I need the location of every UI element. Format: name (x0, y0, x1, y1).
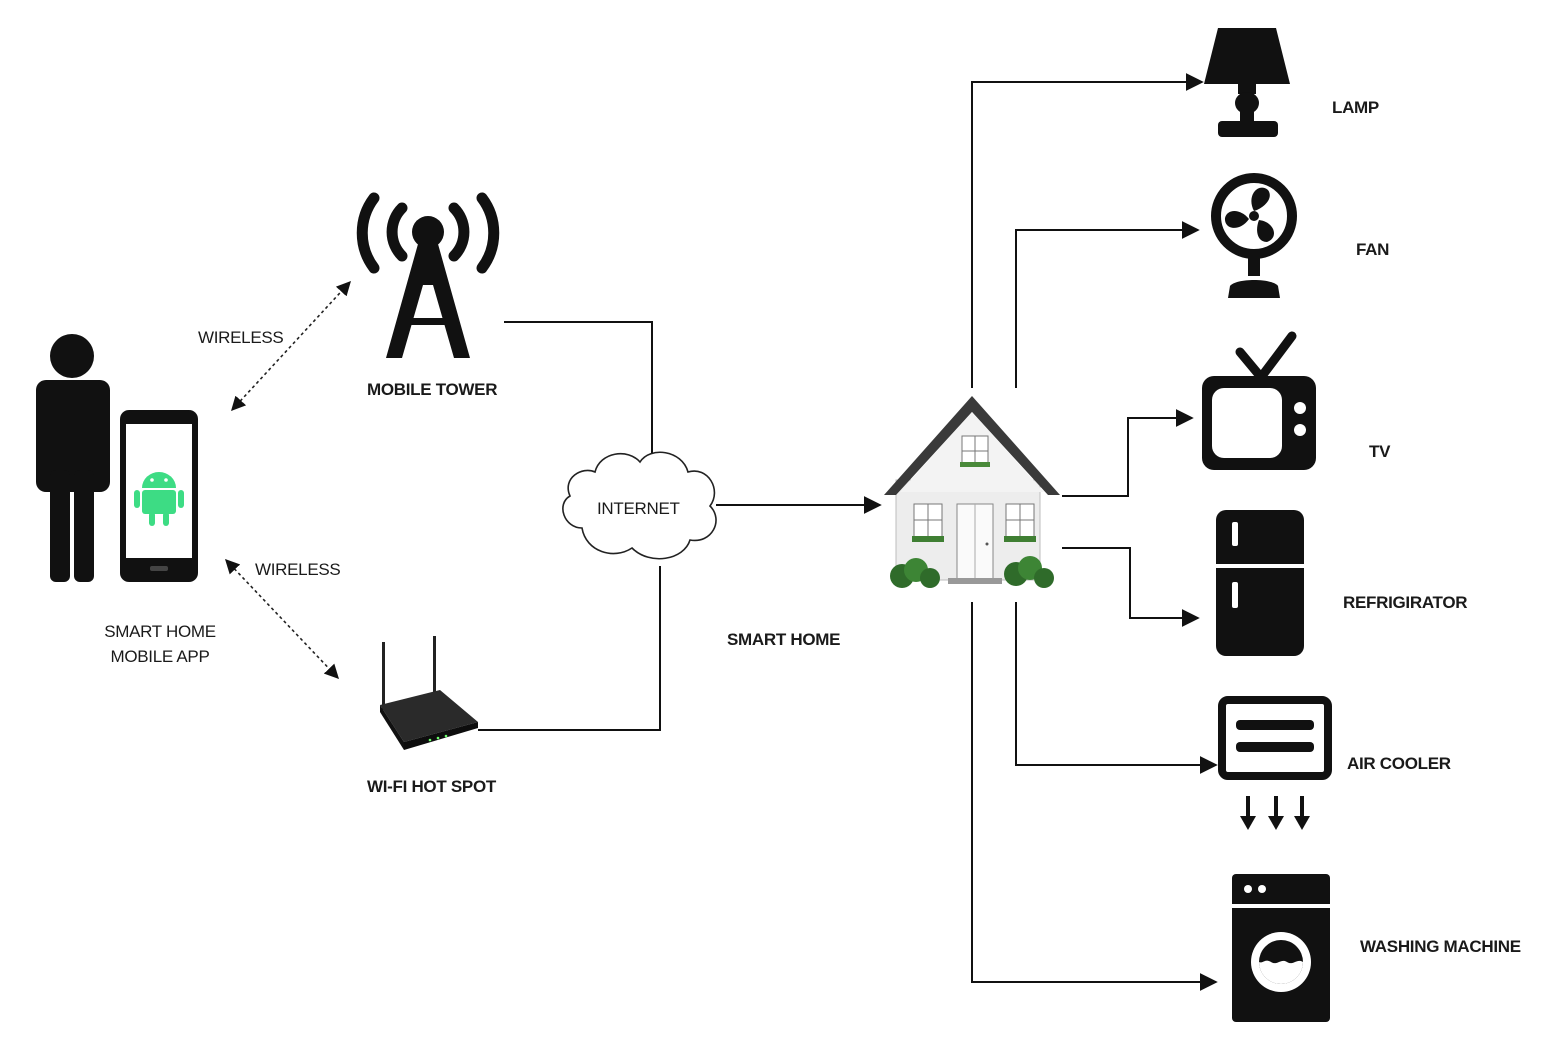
refrigerator-icon (1216, 510, 1304, 656)
link-tv (1062, 409, 1194, 497)
lamp-label: LAMP (1332, 98, 1379, 117)
refrigerator-label: REFRIGIRATOR (1343, 593, 1468, 612)
washing-machine-icon (1232, 874, 1330, 1022)
fan-label: FAN (1356, 240, 1390, 259)
link-fan (1015, 221, 1200, 388)
mobile-tower-label: MOBILE TOWER (367, 380, 498, 399)
air-cooler-label: AIR COOLER (1347, 754, 1451, 773)
internet-label: INTERNET (597, 499, 680, 518)
wifi-router-icon (380, 636, 478, 750)
tv-label: TV (1369, 442, 1391, 461)
lamp-icon (1204, 28, 1290, 137)
mobile-tower-icon (356, 192, 500, 358)
tower-internet-link (504, 321, 653, 460)
wireless-label-bottom: WIRELESS (255, 560, 341, 579)
link-refrigerator (1062, 547, 1200, 627)
internet-cloud-icon (562, 451, 717, 560)
washing-machine-label: WASHING MACHINE (1360, 937, 1521, 956)
link-lamp (971, 73, 1204, 388)
android-icon (134, 472, 184, 526)
person-icon (36, 334, 110, 582)
tv-icon (1202, 331, 1316, 470)
link-air-cooler (1015, 602, 1218, 774)
wifi-hotspot-label: WI-FI HOT SPOT (367, 777, 496, 796)
air-cooler-icon (1218, 696, 1332, 830)
mobile-app-label-line2: MOBILE APP (110, 647, 210, 666)
wifi-internet-link (478, 566, 661, 731)
smart-home-label: SMART HOME (727, 630, 841, 649)
wireless-label-top: WIRELESS (198, 328, 284, 347)
fan-icon (1211, 173, 1297, 298)
wireless-link-tower (231, 280, 351, 412)
mobile-app-label-line1: SMART HOME (104, 622, 216, 641)
link-washing-machine (971, 602, 1218, 991)
smart-home-house-icon (884, 396, 1060, 588)
